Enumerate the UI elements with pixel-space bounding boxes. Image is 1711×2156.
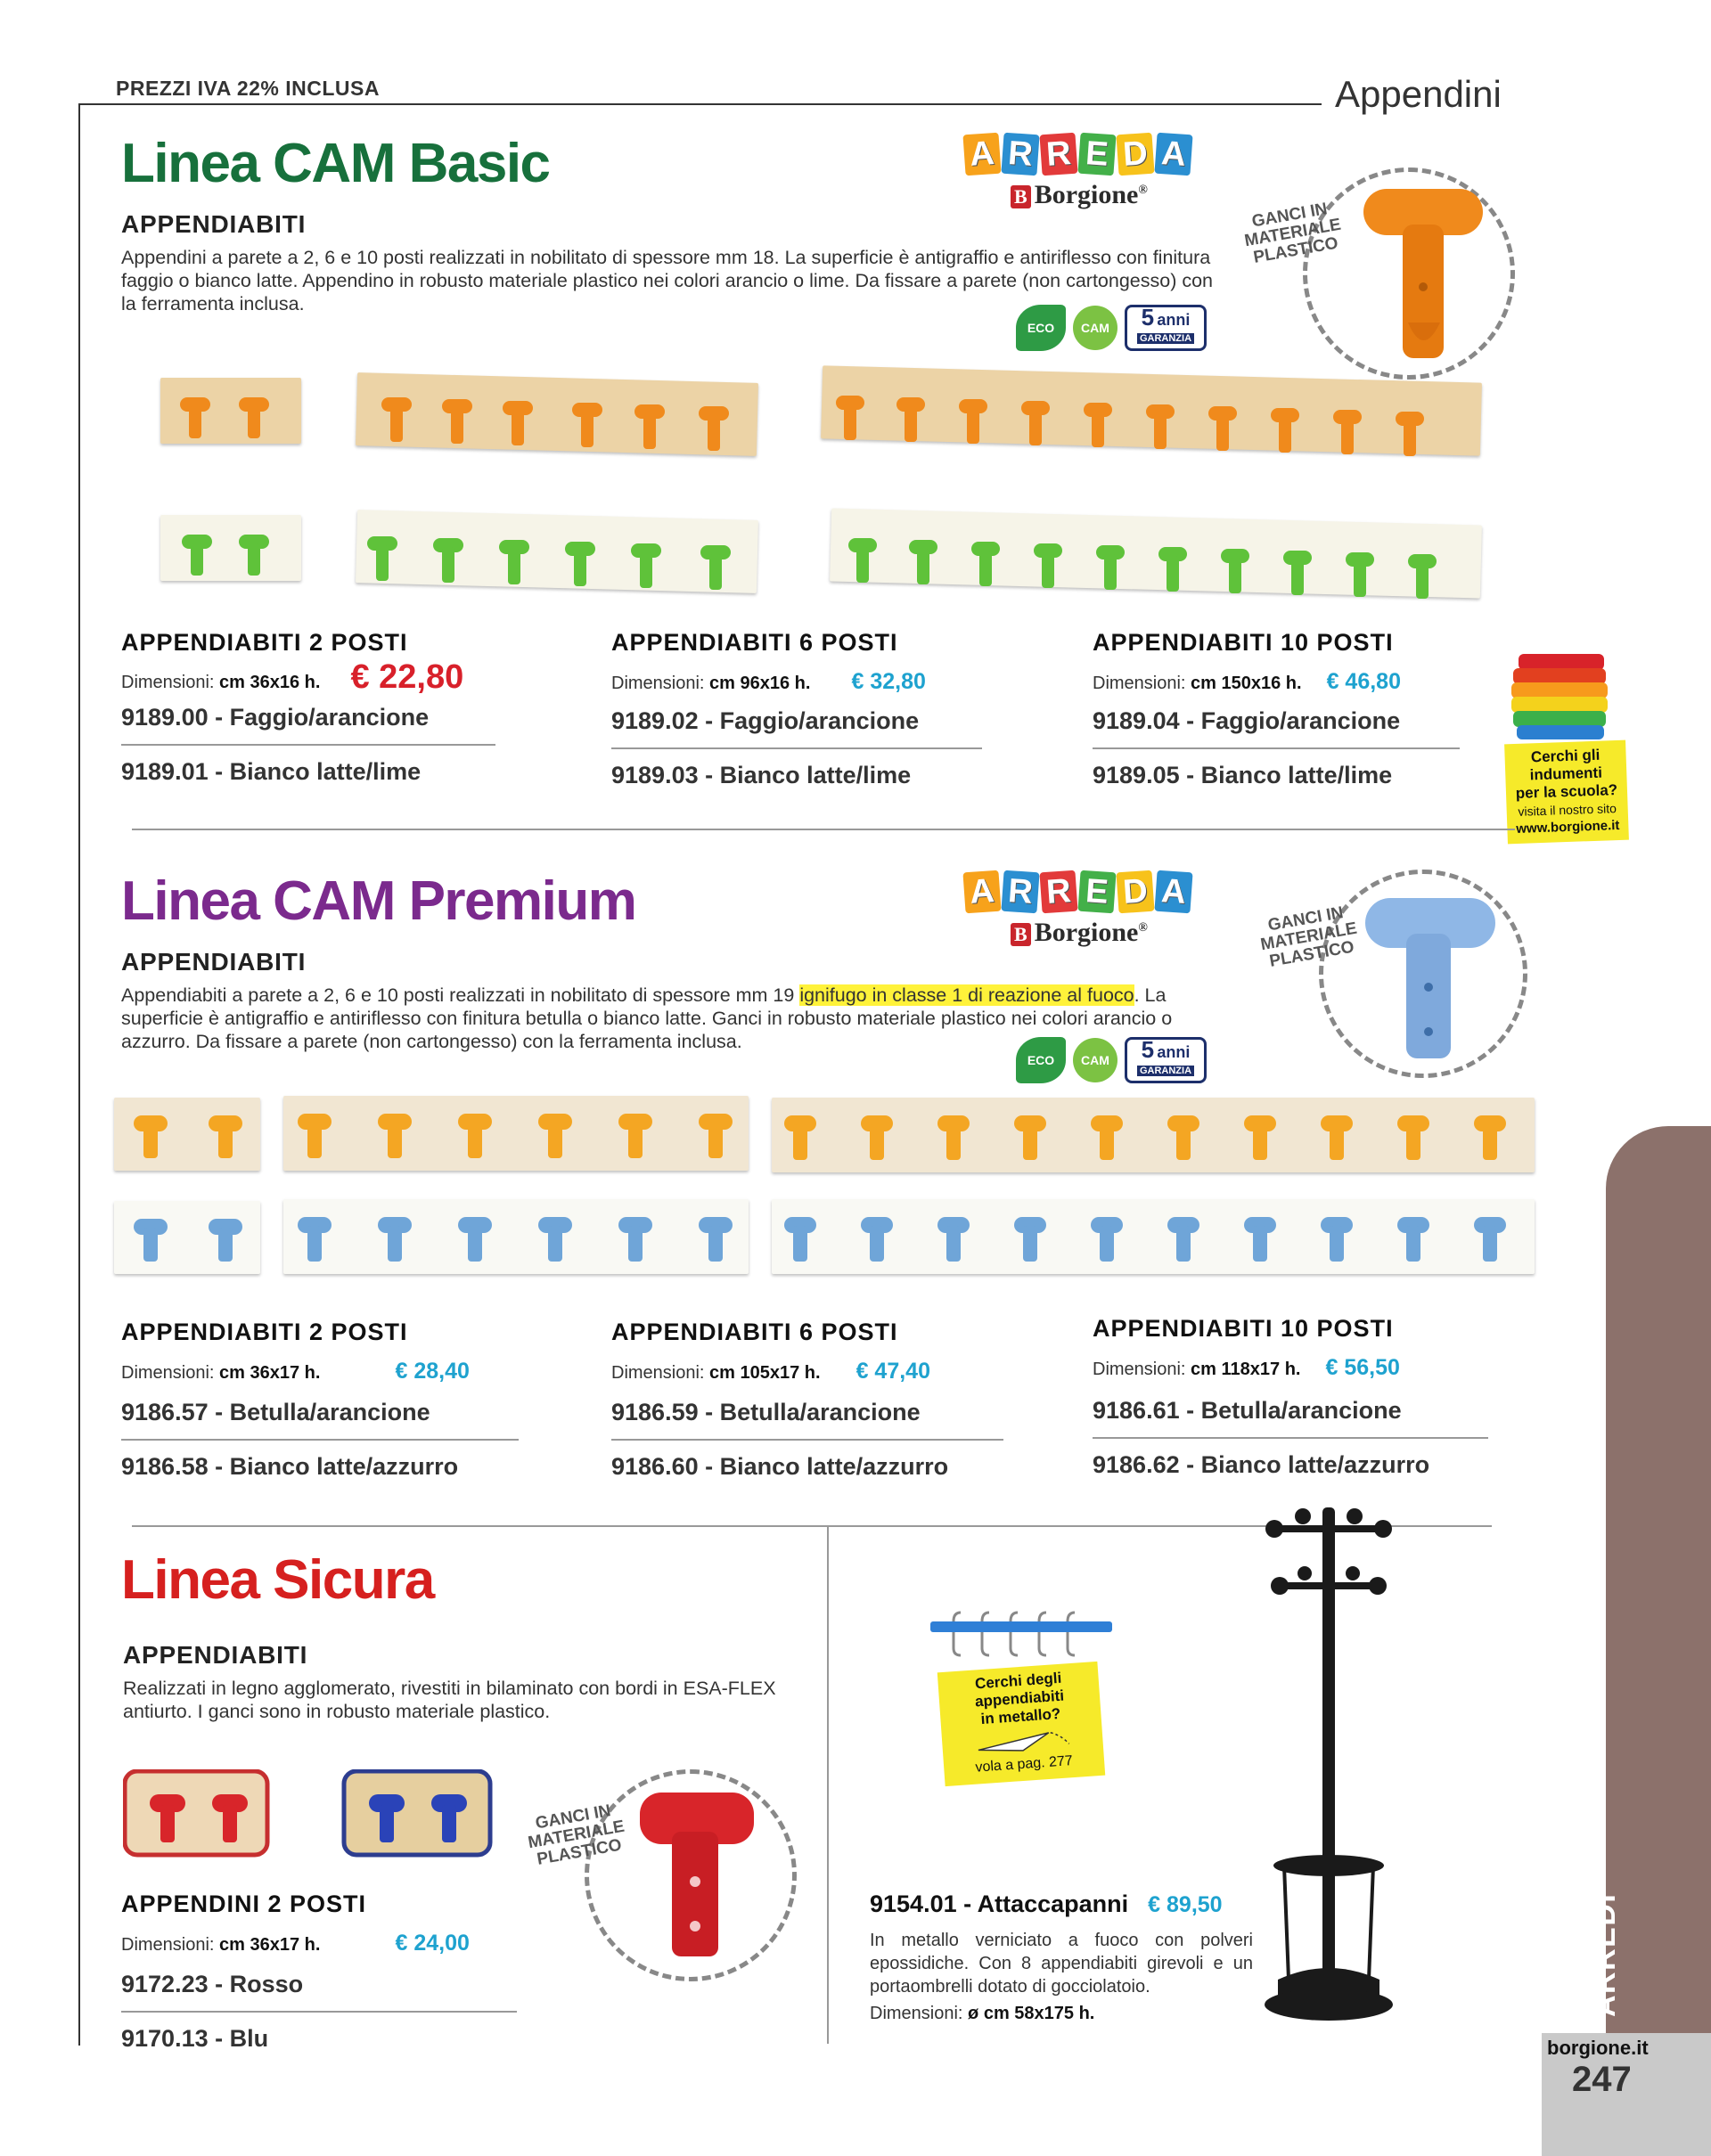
side-tab (1606, 1126, 1711, 2057)
eco-badge-icon: ECO (1016, 1037, 1066, 1083)
premium-description: Appendiabiti a parete a 2, 6 e 10 posti … (121, 984, 1173, 1052)
cam-badge-icon: CAM (1073, 306, 1117, 350)
paper-plane-icon (978, 1732, 1070, 1752)
product-price: € 56,50 (1325, 1355, 1400, 1380)
variant-row: 9186.60 - Bianco latte/azzurro (611, 1453, 949, 1480)
sicura-product: APPENDINI 2 POSTI Dimensioni: cm 36x17 h… (121, 1891, 522, 2053)
product-price: € 24,00 (395, 1931, 470, 1956)
hook-callout-circle (1303, 167, 1515, 380)
warranty-badge-icon: 5 anni GARANZIA (1125, 305, 1207, 351)
cert-badges: ECO CAM 5 anni GARANZIA (1016, 305, 1207, 351)
product-dims: Dimensioni: cm 36x17 h. (121, 1363, 321, 1383)
product-dims: Dimensioni: cm 96x16 h. (611, 674, 811, 693)
product-title: APPENDIABITI 2 POSTI (121, 629, 408, 656)
product-dims: Dimensioni: cm 150x16 h. (1093, 674, 1302, 693)
section-divider (132, 1525, 1492, 1527)
product-price: € 22,80 (350, 658, 464, 696)
coat-stand-description: In metallo verniciato a fuoco con polver… (870, 1931, 1253, 1997)
header-rule (78, 103, 1322, 105)
premium-subhead: APPENDIABITI (121, 948, 307, 976)
sicura-subhead: APPENDIABITI (123, 1641, 308, 1669)
product-title: APPENDIABITI 6 POSTI (611, 1319, 898, 1345)
page-number-box (1542, 2033, 1711, 2156)
side-tab-main: AMBIENTI DI APPRENDIMENTO (1538, 1417, 1580, 2017)
metal-hanger-icon (930, 1611, 1112, 1657)
variant-row: 9186.61 - Betulla/arancione (1093, 1397, 1402, 1424)
variant-row: 9189.00 - Faggio/arancione (121, 704, 430, 731)
sicura-product-images (123, 1769, 493, 1858)
variant-row: 9186.57 - Betulla/arancione (121, 1399, 430, 1425)
product-dims: Dimensioni: cm 36x17 h. (121, 1935, 321, 1955)
variant-row: 9189.05 - Bianco latte/lime (1093, 762, 1393, 788)
column-divider (827, 1525, 829, 2044)
product-title: APPENDIABITI 6 POSTI (611, 629, 898, 656)
premium-product-10: APPENDIABITI 10 POSTI Dimensioni: cm 118… (1093, 1315, 1502, 1479)
variant-row: 9170.13 - Blu (121, 2025, 269, 2052)
coat-stand-product: 9154.01 - Attaccapanni € 89,50 In metall… (870, 1891, 1253, 2024)
product-price: € 32,80 (851, 669, 926, 694)
variant-row: 9186.58 - Bianco latte/azzurro (121, 1453, 459, 1480)
basic-description: Appendini a parete a 2, 6 e 10 posti rea… (121, 247, 1214, 314)
section-divider (132, 829, 1515, 830)
red-hook-icon (640, 1793, 754, 1956)
basic-product-10: APPENDIABITI 10 POSTI Dimensioni: cm 150… (1093, 629, 1476, 789)
product-price: € 28,40 (395, 1359, 470, 1384)
product-title: APPENDINI 2 POSTI (121, 1891, 367, 1917)
side-tab-sub: ARREDI (1588, 1892, 1622, 2017)
footer-site[interactable]: borgione.it (1547, 2037, 1649, 2059)
cert-badges: ECO CAM 5 anni GARANZIA (1016, 1037, 1207, 1083)
product-title: APPENDIABITI 10 POSTI (1093, 1315, 1394, 1342)
variant-row: 9189.04 - Faggio/arancione (1093, 707, 1401, 734)
product-price: € 47,40 (856, 1359, 930, 1384)
variant-row: 9172.23 - Rosso (121, 1971, 304, 1997)
product-dims: Dimensioni: ø cm 58x175 h. (870, 2004, 1095, 2023)
variant-row: 9189.01 - Bianco latte/lime (121, 758, 422, 785)
basic-product-2: APPENDIABITI 2 POSTI Dimensioni: cm 36x1… (121, 629, 504, 786)
blue-hook-icon (1365, 898, 1495, 1058)
basic-title: Linea CAM Basic (121, 133, 551, 194)
page-number: 247 (1572, 2060, 1632, 2099)
category-title: Appendini (1335, 73, 1502, 115)
product-dims: Dimensioni: cm 118x17 h. (1093, 1360, 1301, 1379)
basic-subhead: APPENDIABITI (121, 210, 307, 238)
eco-badge-icon: ECO (1016, 305, 1066, 351)
folded-clothes-icon (1511, 654, 1608, 739)
product-title: 9154.01 - Attaccapanni (870, 1891, 1129, 1917)
warranty-badge-icon: 5 anni GARANZIA (1125, 1037, 1207, 1083)
hook-callout-circle (585, 1769, 797, 1981)
variant-row: 9186.62 - Bianco latte/azzurro (1093, 1451, 1430, 1478)
product-title: APPENDIABITI 2 POSTI (121, 1319, 408, 1345)
premium-title: Linea CAM Premium (121, 870, 637, 932)
sicura-description: Realizzati in legno agglomerato, rivesti… (123, 1678, 776, 1722)
coat-stand-image (1265, 1507, 1393, 2021)
product-dims: Dimensioni: cm 105x17 h. (611, 1363, 821, 1383)
hook-callout-circle (1319, 870, 1527, 1078)
variant-row: 9189.03 - Bianco latte/lime (611, 762, 912, 788)
product-dims: Dimensioni: cm 36x16 h. (121, 673, 321, 692)
variant-row: 9189.02 - Faggio/arancione (611, 707, 920, 734)
product-price: € 46,80 (1326, 669, 1401, 694)
product-title: APPENDIABITI 10 POSTI (1093, 629, 1394, 656)
board-2-bianco (160, 515, 301, 581)
premium-product-2: APPENDIABITI 2 POSTI Dimensioni: cm 36x1… (121, 1319, 531, 1481)
premium-hooks (134, 1114, 1506, 1262)
sicura-title: Linea Sicura (121, 1549, 435, 1611)
basic-product-6: APPENDIABITI 6 POSTI Dimensioni: cm 96x1… (611, 629, 995, 789)
tax-note: PREZZI IVA 22% INCLUSA (116, 77, 380, 100)
product-price: € 89,50 (1148, 1892, 1223, 1917)
basic-hooks (180, 396, 1437, 599)
variant-row: 9186.59 - Betulla/arancione (611, 1399, 921, 1425)
cam-badge-icon: CAM (1073, 1038, 1117, 1082)
orange-hook-icon (1363, 189, 1483, 358)
left-margin-rule (78, 103, 80, 2046)
premium-product-6: APPENDIABITI 6 POSTI Dimensioni: cm 105x… (611, 1319, 1021, 1481)
